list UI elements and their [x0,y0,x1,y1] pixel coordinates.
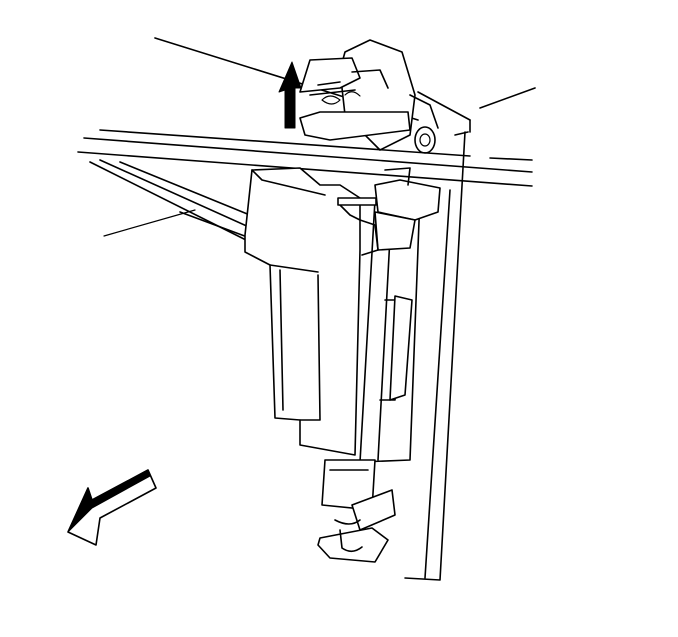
forward-direction-arrow-icon [67,469,157,546]
latch-mechanism [299,39,439,154]
leader-line [103,209,196,237]
left-rail [89,159,263,243]
lower-clip [317,459,396,563]
striker-bracket [244,167,361,456]
up-arrow-icon [278,61,302,129]
cross-bars [77,129,533,187]
vertical-rod [359,194,421,463]
upper-clip [337,167,441,256]
door-frame [404,91,471,581]
